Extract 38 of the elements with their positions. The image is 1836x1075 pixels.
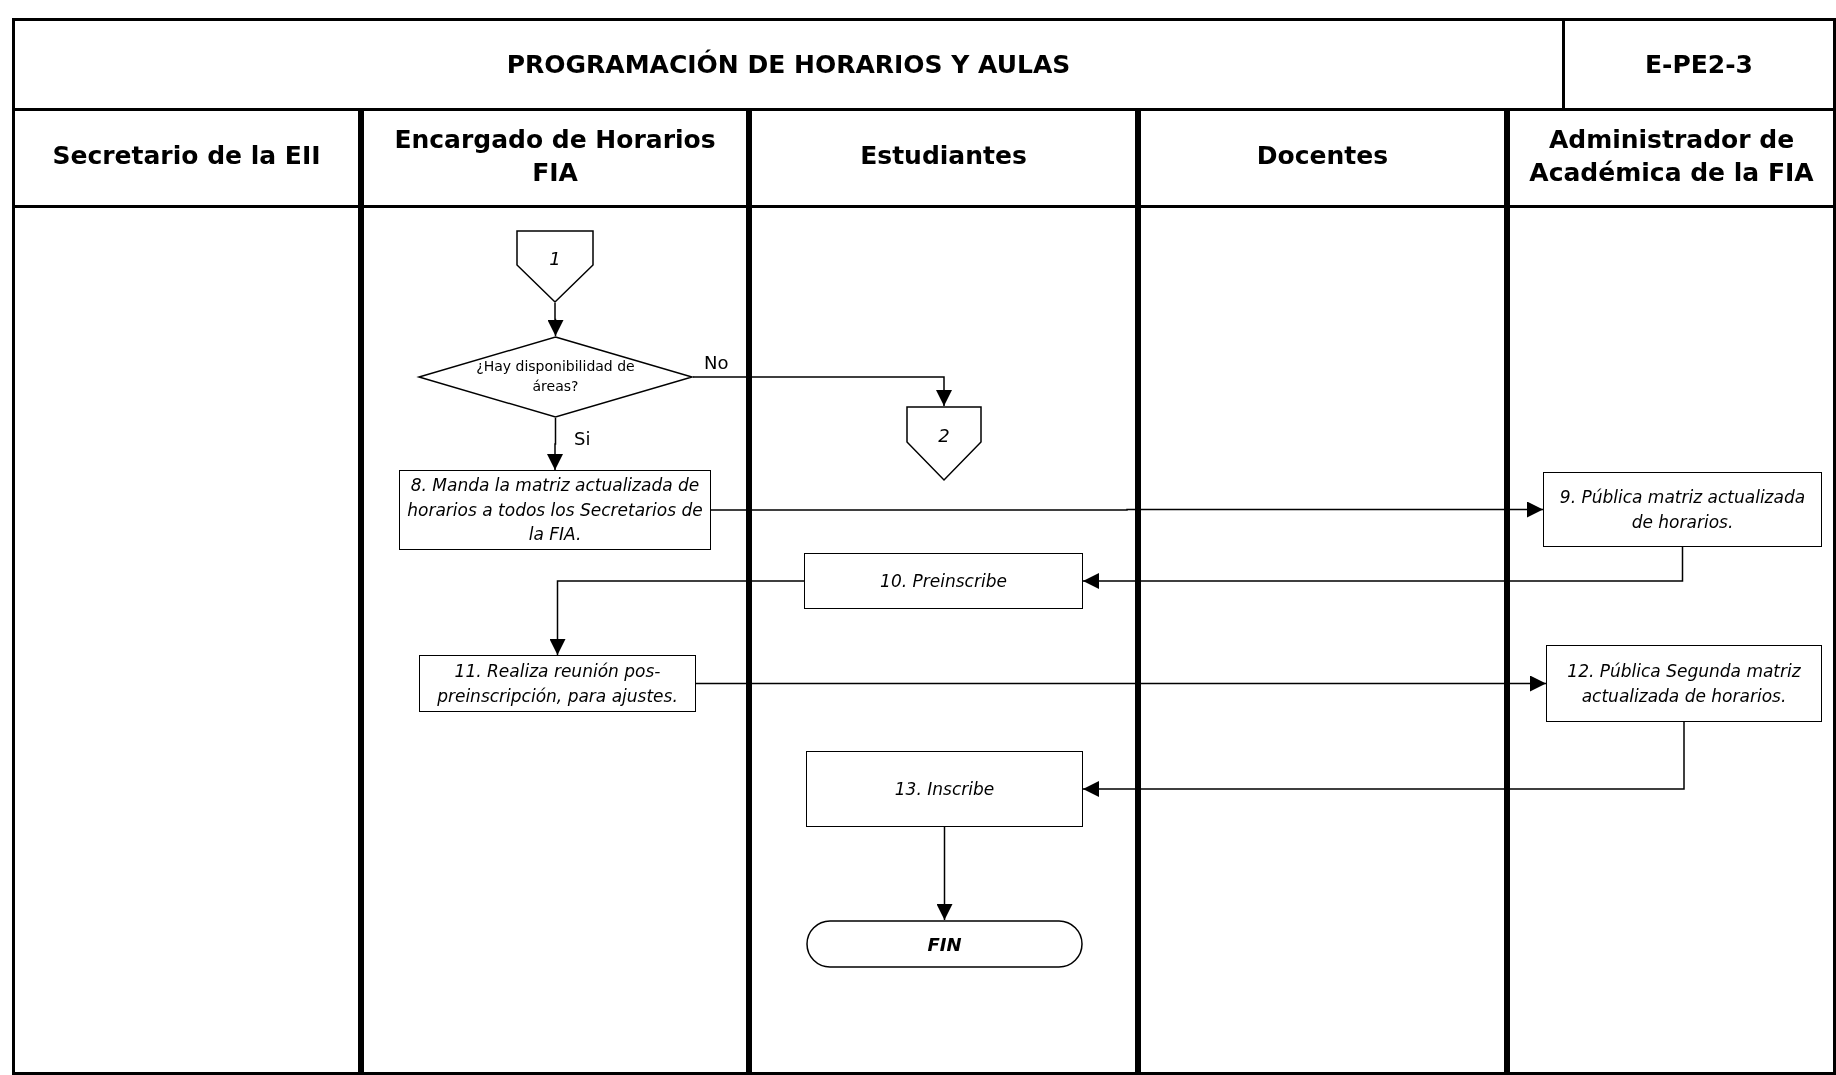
process-box	[804, 553, 1083, 609]
offpage-connector	[516, 230, 594, 303]
lane-header: Docentes	[1141, 108, 1504, 208]
connector-number: 2	[938, 424, 950, 446]
process-text: 9. Pública matriz actualizada de horarios.	[1558, 485, 1807, 534]
arrow	[1082, 546, 1684, 589]
swimlane	[361, 108, 749, 1075]
lane-header: Encargado de Horarios FIA	[364, 108, 746, 208]
terminator-text: FIN	[927, 933, 962, 955]
lane-header: Secretario de la EII	[15, 108, 358, 208]
lane-header: Estudiantes	[752, 108, 1135, 208]
arrow	[692, 376, 952, 407]
decision-text: ¿Hay disponibilidad de áreas?	[475, 357, 636, 396]
process-text: 8. Manda la matriz actualizada de horarios a todos los Secretarios de la FIA.	[406, 474, 704, 547]
title-header: PROGRAMACIÓN DE HORARIOS Y AULAS	[12, 18, 1565, 111]
swimlane	[1507, 108, 1836, 1075]
document-code: E-PE2-3	[1562, 18, 1836, 111]
lane-header: Administrador de Académica de la FIA	[1510, 108, 1833, 208]
arrow	[1082, 721, 1685, 797]
process-text: 13. Inscribe	[894, 777, 995, 801]
connector-number: 1	[549, 248, 561, 269]
decision-diamond	[418, 336, 693, 418]
arrow	[547, 302, 564, 337]
process-text: 12. Pública Segunda matriz actualizada de horarios.	[1566, 659, 1802, 708]
process-text: 11. Realiza reunión pos-preinscripción, para ajustes.	[436, 659, 679, 708]
arrow	[695, 675, 1547, 692]
arrow	[710, 501, 1544, 518]
process-box	[1546, 645, 1822, 722]
swimlane	[749, 108, 1138, 1075]
process-box	[806, 751, 1083, 827]
offpage-connector	[906, 406, 982, 481]
arrow	[547, 417, 563, 471]
arrow	[549, 580, 805, 656]
terminator-shape	[806, 920, 1083, 968]
process-box	[419, 655, 696, 712]
process-text: 10. Preinscribe	[880, 569, 1007, 593]
arrow	[936, 826, 953, 921]
process-box	[1543, 472, 1822, 547]
